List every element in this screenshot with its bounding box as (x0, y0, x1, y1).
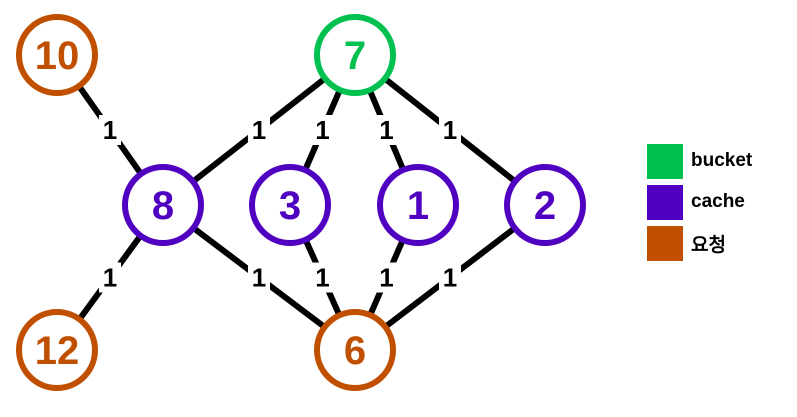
node-label: 3 (279, 184, 301, 228)
legend-swatch (647, 143, 683, 179)
edge-weight-label: 1 (315, 115, 329, 145)
edge-label-bg (311, 262, 334, 293)
edge-label-bg (99, 262, 121, 293)
legend-item-cache: cache (647, 184, 752, 220)
edge-label-bg (375, 262, 398, 293)
edge-weight-label: 1 (103, 115, 117, 145)
node-3 (249, 164, 331, 246)
node-label: 12 (35, 329, 80, 373)
node-7 (314, 14, 396, 96)
edge-label-bg (375, 115, 398, 145)
edge-weight-label: 1 (252, 115, 266, 145)
edge-weight-label: 1 (379, 263, 393, 293)
node-10 (16, 14, 98, 96)
edge-weight-label: 1 (379, 115, 393, 145)
legend-label: 요청 (691, 234, 726, 256)
edge-label-bg (248, 115, 270, 145)
legend-item-bucket: bucket (647, 143, 752, 179)
node-1 (377, 164, 459, 246)
edge-label-bg (311, 115, 334, 145)
edge-weight-label: 1 (443, 115, 457, 145)
edge-label-bg (439, 115, 461, 145)
node-label: 7 (344, 34, 366, 78)
node-label: 10 (35, 34, 80, 78)
edge-weight-label: 1 (252, 263, 266, 293)
legend-item-request: 요청 (647, 225, 752, 261)
node-12 (16, 309, 98, 391)
node-8 (122, 164, 204, 246)
node-label: 8 (152, 184, 174, 228)
edge-weight-label: 1 (443, 263, 457, 293)
legend-swatch (647, 225, 683, 261)
legend-swatch (647, 184, 683, 220)
node-2 (504, 164, 586, 246)
legend-label: cache (691, 191, 745, 212)
edge-weight-label: 1 (315, 263, 329, 293)
node-label: 1 (407, 184, 429, 228)
edge-label-bg (248, 262, 270, 293)
edge-label-bg (99, 115, 121, 145)
legend-label: bucket (691, 150, 753, 171)
edge-weight-label: 1 (103, 263, 117, 293)
node-label: 6 (344, 329, 366, 373)
node-6 (314, 309, 396, 391)
node-label: 2 (534, 184, 556, 228)
edge-label-bg (439, 262, 461, 293)
legend: bucket cache 요청 (647, 143, 752, 266)
